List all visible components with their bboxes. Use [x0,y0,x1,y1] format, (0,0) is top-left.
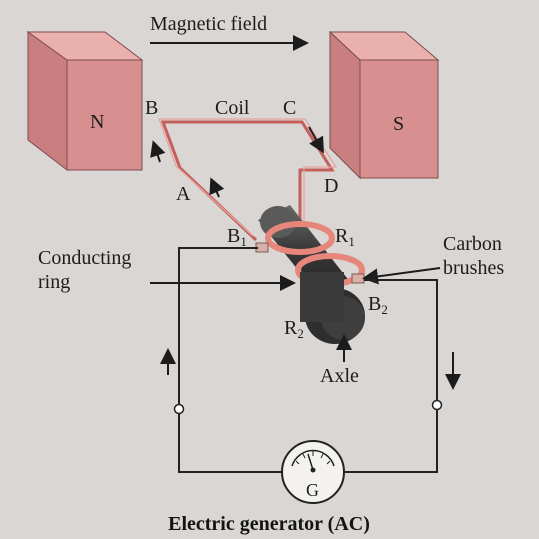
point-a-label: A [176,183,191,205]
current-arrow-a [209,177,225,198]
terminal-left [173,403,185,415]
current-arrow-ab [150,140,166,163]
conducting-ring-label-line1: Conducting [38,247,131,269]
point-b-label: B [145,97,158,119]
point-d-label: D [324,175,338,197]
external-circuit [173,247,443,473]
galvanometer [281,440,345,504]
north-magnet [26,31,144,172]
terminal-right [431,399,443,411]
north-pole-label: N [90,111,104,133]
conducting-ring-label-line2: ring [38,271,70,293]
galvanometer-label: G [306,480,319,500]
ring-r1 [265,221,335,255]
south-pole-label: S [393,113,404,135]
axle-label: Axle [320,365,359,387]
coil-label: Coil [215,97,250,119]
brush-b2 [351,273,365,284]
diagram-title: Electric generator (AC) [168,513,370,535]
ring-r1-label: R1 [335,225,355,249]
carbon-brushes-label-line1: Carbon [443,233,502,255]
carbon-brushes-label-line2: brushes [443,257,504,279]
point-c-label: C [283,97,296,119]
magnetic-field-label: Magnetic field [150,13,267,35]
coil [158,118,338,242]
current-arrow-cd [308,126,324,154]
brush-b1-label: B1 [227,225,247,249]
south-magnet [328,30,440,180]
carbon-brushes-pointer [362,267,441,285]
brush-b2-label: B2 [368,293,388,317]
axle-assembly [258,205,365,344]
galvanometer-needle [307,453,314,471]
ring-r2-label: R2 [284,317,304,341]
